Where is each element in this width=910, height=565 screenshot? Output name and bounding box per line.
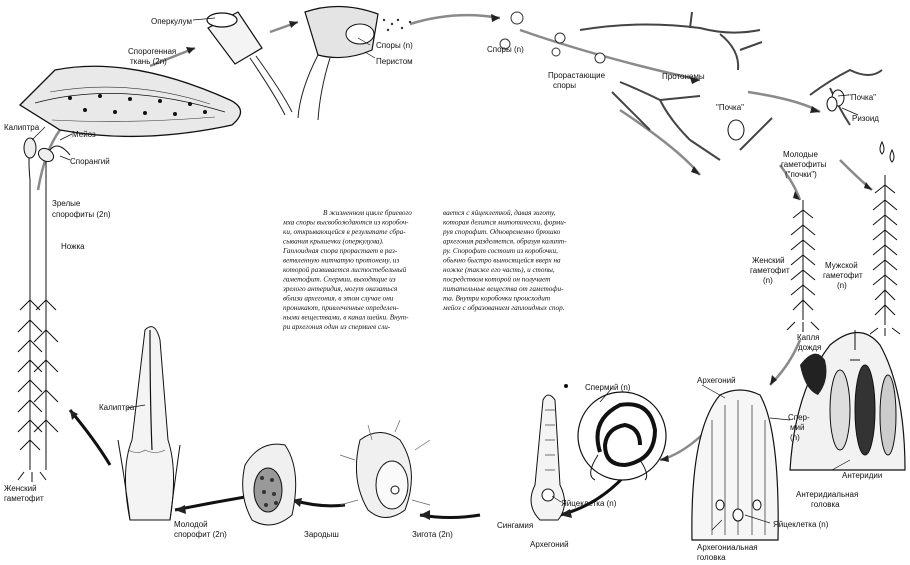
label-bud-left: "Почка" <box>716 103 744 112</box>
caption-line: ножке (также его часть), и стопы, <box>443 266 555 274</box>
caption-line: проникают, привлеченные определен- <box>283 304 399 312</box>
caption-line: питательные вещества от гаметофи- <box>443 285 564 293</box>
zygote-illustration <box>339 419 431 518</box>
caption-line: которая делится митотически, форми- <box>443 219 567 227</box>
label-egg-cell-right: Яйцеклетка (n) <box>773 520 829 529</box>
bud-illustration <box>727 89 845 141</box>
caption-line: архегония разделяется, образуя калипт- <box>443 238 567 246</box>
label-female-gametophyte-right-2: гаметофит <box>750 266 790 275</box>
label-archegonial-head: Архегониальная <box>697 543 758 552</box>
embryo-illustration <box>242 443 297 526</box>
male-gametophyte-illustration <box>869 175 901 336</box>
label-antheridia: Антеридии <box>842 471 882 480</box>
label-sperm-right: Спер- <box>788 413 810 422</box>
spores-illustration <box>499 11 606 64</box>
caption-line: сывания крышечки (оперкулума). <box>283 238 384 246</box>
label-peristome: Перистом <box>376 57 413 66</box>
label-bud-right: "Почка" <box>848 93 876 102</box>
label-young-gametophytes-3: ("почки") <box>785 170 817 179</box>
label-raindrop-2: дождя <box>798 343 821 352</box>
label-protonema: Протонемы <box>662 72 705 81</box>
caption-line: мейоз с образованием гаплоидных спор. <box>442 304 565 312</box>
label-female-gametophyte-right-3: (n) <box>763 276 773 285</box>
operculum-capsule-illustration <box>206 11 293 116</box>
caption-line: ными веществами, в канал шейки. Внут- <box>283 314 409 322</box>
label-syngamy: Сингамия <box>497 521 533 530</box>
caption-right-column: вается с яйцеклеткой, давая зиготу, котор… <box>442 209 567 312</box>
label-egg-cell-left: Яйцеклетка (n) <box>561 499 617 508</box>
label-germinating-spores: Прорастающие <box>548 71 606 80</box>
label-rhizoid: Ризоид <box>852 114 879 123</box>
label-female-gametophyte-right: Женский <box>752 256 785 265</box>
label-sperm: Спермий (n) <box>585 383 631 392</box>
label-young-gametophytes-2: гаметофиты <box>781 160 827 169</box>
caption-line: ки, открывающейся в результате сбра- <box>283 228 406 236</box>
caption-line: зрелого антеридия, могут оказаться <box>282 285 398 293</box>
label-stalk: Ножка <box>61 242 85 251</box>
sperm-cell-illustration <box>577 391 667 481</box>
label-archegonial-head-2: головка <box>697 553 726 562</box>
label-meiosis: Мейоз <box>72 130 96 139</box>
caption-line: обычно быстро выносящейся вверх на <box>443 257 561 265</box>
diagram-labels: Оперкулум Спорогенная ткань (2n) Споры (… <box>4 17 882 562</box>
label-mature-sporophytes-2: спорофиты (2n) <box>52 210 111 219</box>
label-young-sporophyte: Молодой <box>174 520 208 529</box>
label-mature-sporophytes: Зрелые <box>52 199 81 208</box>
caption-line: которой развивается листостебельный <box>283 266 407 274</box>
label-sporogenous-tissue-ploidy: ткань (2n) <box>130 57 167 66</box>
archegonium-illustration <box>530 384 568 521</box>
female-gametophyte-right-illustration <box>786 200 820 332</box>
caption-line: В жизненном цикле бриевого <box>323 209 412 217</box>
label-young-sporophyte-2: спорофит (2n) <box>174 530 227 539</box>
mature-sporophytes-illustration <box>17 137 71 482</box>
label-female-gametophyte-left: Женский <box>4 484 37 493</box>
label-female-gametophyte-left-2: гаметофит <box>4 494 44 503</box>
caption-line: та. Внутри коробочки происходит <box>443 295 550 303</box>
peristome-capsule-illustration <box>297 5 412 121</box>
label-spores-capsule: Споры (n) <box>376 41 413 50</box>
label-sporogenous-tissue: Спорогенная <box>128 47 176 56</box>
label-embryo: Зародыш <box>304 530 339 539</box>
label-archegonium-top: Архегоний <box>697 376 736 385</box>
label-spores: Споры (n) <box>487 45 524 54</box>
caption-line: руя спорофит. Одновременно брюшко <box>442 228 561 236</box>
caption-line: вается с яйцеклеткой, давая зиготу, <box>443 209 556 217</box>
caption-left-column: В жизненном цикле бриевого мха споры высв… <box>282 209 412 331</box>
label-archegonium-bottom: Архегоний <box>530 540 569 549</box>
label-operculum: Оперкулум <box>151 17 192 26</box>
label-antheridial-head: Антеридиальная <box>796 490 858 499</box>
caption-line: мха споры высвобождаются из коробоч- <box>282 219 409 227</box>
protonema-illustration <box>579 11 883 161</box>
label-sperm-right-2: мий <box>790 423 804 432</box>
label-zygote: Зигота (2n) <box>412 530 453 539</box>
label-germinating-spores-2: споры <box>553 81 576 90</box>
caption-line: вблизи архегония, в этом случае они <box>283 295 394 303</box>
label-male-gametophyte-2: гаметофит <box>823 271 863 280</box>
caption-line: ветвленную нитчатую протонему, из <box>283 257 399 265</box>
caption-line: ри архегония один из спермиев сли- <box>282 323 391 331</box>
young-sporophyte-illustration <box>117 326 181 521</box>
caption-line: ру. Спорофит состоит из коробочки, <box>442 247 558 255</box>
label-sperm-right-3: (n) <box>790 433 800 442</box>
label-antheridial-head-2: головка <box>811 500 840 509</box>
label-raindrop: Капля <box>797 333 819 342</box>
label-male-gametophyte: Мужской <box>825 261 858 270</box>
antheridial-head-illustration <box>789 330 906 471</box>
label-male-gametophyte-3: (n) <box>837 281 847 290</box>
label-young-gametophytes: Молодые <box>783 150 818 159</box>
pointer-lines <box>31 17 859 531</box>
caption-line: Гаплоидная спора прорастает в раз- <box>282 247 398 255</box>
label-calyptra-mid: Калиптра <box>99 403 135 412</box>
archegonial-head-illustration <box>691 389 779 541</box>
label-calyptra-top: Калиптра <box>4 123 40 132</box>
raindrop-icons <box>879 140 895 163</box>
sporogenous-capsule-illustration <box>18 65 242 138</box>
label-sporangium: Спорангий <box>70 157 110 166</box>
caption-line: посредством которой он получает <box>443 276 550 284</box>
caption-line: гаметофит. Спермии, выходящие из <box>283 276 396 284</box>
arrowheads <box>70 14 872 520</box>
